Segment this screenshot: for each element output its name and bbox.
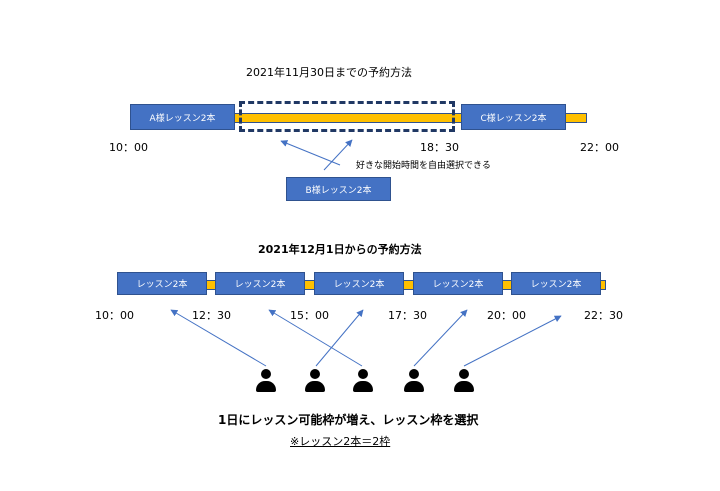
slot-box: レッスン2本 bbox=[413, 272, 503, 295]
time-label: 17：30 bbox=[388, 309, 427, 322]
box-b: B様レッスン2本 bbox=[286, 177, 391, 201]
subcaption: ※レッスン2本＝2枠 bbox=[290, 435, 391, 448]
person-icon bbox=[453, 369, 475, 393]
time-label: 22：30 bbox=[584, 309, 623, 322]
person-icon bbox=[403, 369, 425, 393]
arrow bbox=[170, 309, 267, 367]
time-label: 10：00 bbox=[109, 141, 148, 154]
time-label: 18：30 bbox=[420, 141, 459, 154]
slot-box: レッスン2本 bbox=[314, 272, 404, 295]
section2-title: 2021年12月1日からの予約方法 bbox=[258, 243, 422, 256]
time-label: 12：30 bbox=[192, 309, 231, 322]
box-c: C様レッスン2本 bbox=[461, 104, 566, 130]
time-label: 22：00 bbox=[580, 141, 619, 154]
caption: 1日にレッスン可能枠が増え、レッスン枠を選択 bbox=[218, 413, 479, 427]
time-label: 15：00 bbox=[290, 309, 329, 322]
slot-box: レッスン2本 bbox=[511, 272, 601, 295]
slot-box: レッスン2本 bbox=[117, 272, 207, 295]
section1-title: 2021年11月30日までの予約方法 bbox=[246, 66, 412, 79]
time-label: 10：00 bbox=[95, 309, 134, 322]
note-text: 好きな開始時間を自由選択できる bbox=[356, 161, 491, 171]
person-icon bbox=[304, 369, 326, 393]
arrow bbox=[463, 315, 562, 367]
selection-dashed-frame bbox=[239, 101, 455, 132]
arrow bbox=[413, 309, 468, 367]
slot-box: レッスン2本 bbox=[215, 272, 305, 295]
arrow bbox=[315, 309, 364, 367]
arrow bbox=[323, 139, 353, 171]
person-icon bbox=[255, 369, 277, 393]
arrow bbox=[280, 140, 341, 166]
time-label: 20：00 bbox=[487, 309, 526, 322]
box-a: A様レッスン2本 bbox=[130, 104, 235, 130]
person-icon bbox=[352, 369, 374, 393]
arrow bbox=[268, 309, 363, 367]
